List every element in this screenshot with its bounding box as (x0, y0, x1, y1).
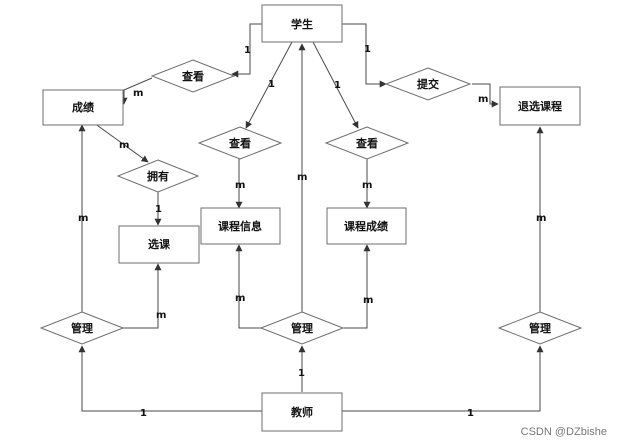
card-manage-mid-info: m (235, 293, 245, 304)
rel-manage-left-label: 管理 (71, 321, 93, 335)
rel-own: 拥有 (116, 159, 200, 193)
entity-teacher-label: 教师 (290, 405, 313, 419)
edge-teacher-manage-left (78, 345, 262, 412)
entity-select-course: 选课 (118, 225, 200, 264)
entity-course-grade: 课程成绩 (326, 207, 407, 245)
card-own-select: 1 (155, 204, 162, 215)
card-teacher-manage-mid: 1 (298, 368, 305, 379)
card-student-view-right: 1 (334, 80, 341, 91)
card-manage-left-select: m (156, 310, 166, 321)
rel-manage-right-label: 管理 (529, 321, 551, 335)
edge-submit-drop (472, 83, 499, 108)
edge-manage-mid-cgrade (342, 244, 371, 329)
rel-own-label: 拥有 (147, 169, 169, 183)
watermark: CSDN @DZbishe (521, 426, 607, 438)
edge-student-submit (342, 23, 387, 88)
entity-select-course-label: 选课 (148, 237, 171, 251)
rel-view-left-label: 查看 (182, 69, 204, 83)
card-manage-left-grade: m (78, 213, 88, 224)
edge-manage-left-select (122, 263, 162, 329)
entity-grade-label: 成绩 (72, 100, 94, 114)
entity-student: 学生 (261, 4, 343, 43)
card-grade-own: m (119, 140, 129, 151)
rel-manage-mid: 管理 (259, 311, 345, 345)
edge-student-view-left (231, 23, 262, 78)
card-view-left-grade: m (133, 88, 143, 99)
card-manage-mid-cgrade: m (363, 295, 373, 306)
rel-view-left: 查看 (150, 59, 236, 93)
edge-teacher-manage-right (342, 345, 544, 412)
entity-teacher: 教师 (261, 392, 343, 432)
rel-manage-right: 管理 (497, 311, 583, 345)
edge-manage-mid-info (235, 244, 262, 329)
rel-view-right: 查看 (324, 126, 410, 160)
entity-grade: 成绩 (42, 89, 124, 126)
rel-view-mid-label: 查看 (229, 136, 251, 150)
edge-student-view-mid (245, 41, 293, 129)
edge-view-left-grade (120, 77, 153, 105)
entity-course-grade-label: 课程成绩 (344, 219, 388, 233)
edge-student-view-right (312, 41, 359, 129)
entity-student-label: 学生 (291, 17, 313, 31)
card-student-submit: 1 (364, 44, 371, 55)
card-teacher-manage-left: 1 (140, 408, 147, 419)
rel-submit-label: 提交 (417, 77, 439, 91)
card-view-mid-info: m (235, 180, 245, 191)
card-view-right-cgrade: m (362, 180, 372, 191)
rel-submit: 提交 (384, 67, 472, 101)
entity-drop-course-label: 退选课程 (518, 99, 562, 113)
card-submit-drop: m (478, 94, 488, 105)
card-manage-right-drop: m (536, 213, 546, 224)
rel-manage-mid-label: 管理 (291, 321, 313, 335)
rel-manage-left: 管理 (39, 311, 125, 345)
rel-view-mid: 查看 (197, 126, 283, 160)
card-student-view-left: 1 (244, 45, 251, 56)
card-teacher-manage-right: 1 (467, 408, 474, 419)
edge-grade-own (93, 122, 149, 163)
entity-course-info: 课程信息 (200, 207, 281, 245)
entity-course-info-label: 课程信息 (218, 219, 262, 233)
card-manage-mid-student: m (297, 172, 307, 183)
entity-drop-course: 退选课程 (499, 86, 581, 126)
card-student-view-mid: 1 (268, 79, 275, 90)
rel-view-right-label: 查看 (356, 136, 378, 150)
